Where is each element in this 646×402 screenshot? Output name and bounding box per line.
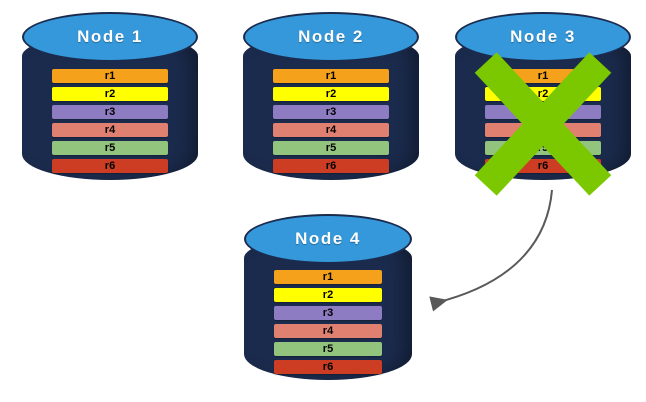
node-4-row-r5: r5 xyxy=(274,342,382,356)
node-4-rows: r1 r2 r3 r4 r5 r6 xyxy=(274,270,382,374)
node-4-cylinder-top xyxy=(244,214,412,264)
node-4[interactable]: Node 4 r1 r2 r3 r4 r5 r6 xyxy=(244,214,412,380)
node-2-row-r5: r5 xyxy=(273,141,389,155)
node-1-row-r4: r4 xyxy=(52,123,168,137)
node-2-rows: r1 r2 r3 r4 r5 r6 xyxy=(273,69,389,173)
arrow-path xyxy=(429,189,553,312)
node-2-row-r6: r6 xyxy=(273,159,389,173)
node-4-row-r3: r3 xyxy=(274,306,382,320)
node-2[interactable]: Node 2 r1 r2 r3 r4 r5 r6 xyxy=(243,12,419,180)
node-1-cylinder-top xyxy=(22,12,198,62)
node-4-row-r2: r2 xyxy=(274,288,382,302)
node-1-row-r2: r2 xyxy=(52,87,168,101)
node-1-rows: r1 r2 r3 r4 r5 r6 xyxy=(52,69,168,173)
node-1[interactable]: Node 1 r1 r2 r3 r4 r5 r6 xyxy=(22,12,198,180)
node-2-row-r1: r1 xyxy=(273,69,389,83)
node-2-row-r3: r3 xyxy=(273,105,389,119)
node-3-cylinder-top xyxy=(455,12,631,62)
node-2-cylinder-top xyxy=(243,12,419,62)
node-1-row-r5: r5 xyxy=(52,141,168,155)
node-3-row-r4: r4 xyxy=(485,123,601,137)
node-4-row-r4: r4 xyxy=(274,324,382,338)
node-3-row-r3: r3 xyxy=(485,105,601,119)
node-3-row-r5: r5 xyxy=(485,141,601,155)
node-1-row-r6: r6 xyxy=(52,159,168,173)
node-3-row-r6: r6 xyxy=(485,159,601,173)
node-3[interactable]: Node 3 r1 r2 r3 r4 r5 r6 xyxy=(455,12,631,196)
node-3-rows: r1 r2 r3 r4 r5 r6 xyxy=(485,69,601,173)
node-3-row-r1: r1 xyxy=(485,69,601,83)
node-4-row-r1: r1 xyxy=(274,270,382,284)
node-4-row-r6: r6 xyxy=(274,360,382,374)
node-2-row-r2: r2 xyxy=(273,87,389,101)
node-3-row-r2: r2 xyxy=(485,87,601,101)
node-1-row-r3: r3 xyxy=(52,105,168,119)
node-2-row-r4: r4 xyxy=(273,123,389,137)
node-1-row-r1: r1 xyxy=(52,69,168,83)
